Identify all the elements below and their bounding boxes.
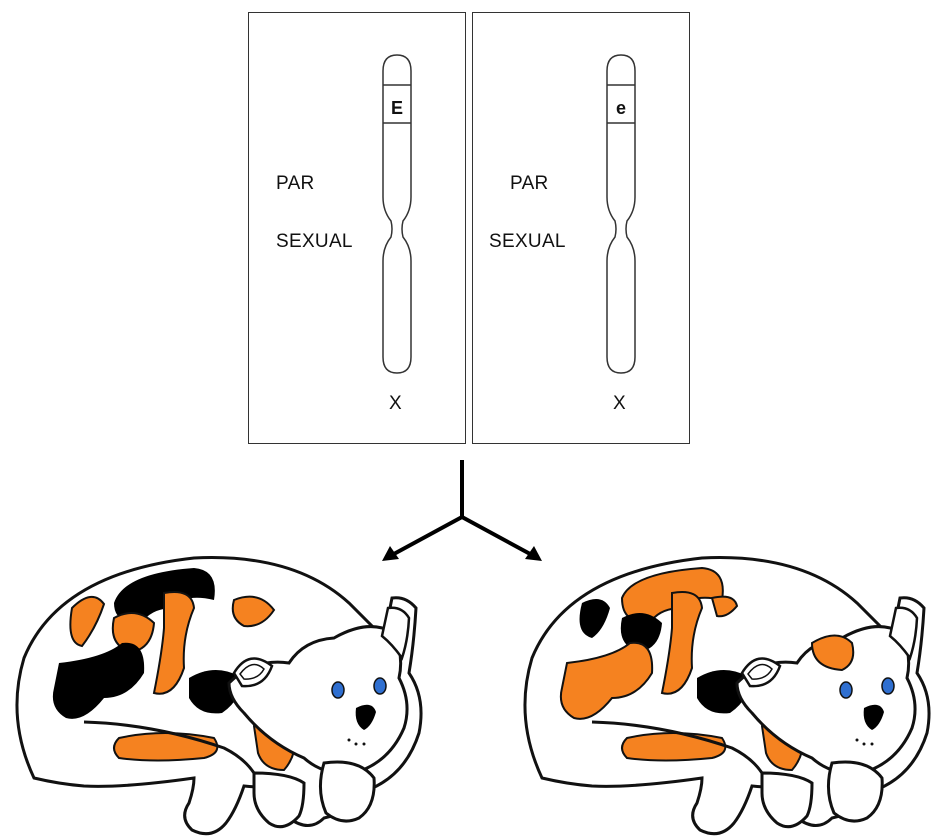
chromosome-panel-dominant: PAR SEXUAL E X xyxy=(248,12,466,444)
pair-label-line1: PAR xyxy=(276,173,315,195)
allele-label: E xyxy=(383,98,411,119)
chromosome-label: X xyxy=(613,393,626,415)
calico-cat-right-icon xyxy=(512,548,939,838)
calico-cat-left-icon xyxy=(4,548,434,838)
pair-label-line1: PAR xyxy=(510,173,549,195)
chromosome-panel-recessive: PAR SEXUAL e X xyxy=(472,12,690,444)
pair-label-line2: SEXUAL xyxy=(489,231,566,253)
pair-label-line2: SEXUAL xyxy=(276,231,353,253)
allele-label: e xyxy=(607,98,635,119)
chromosome-label: X xyxy=(389,393,402,415)
